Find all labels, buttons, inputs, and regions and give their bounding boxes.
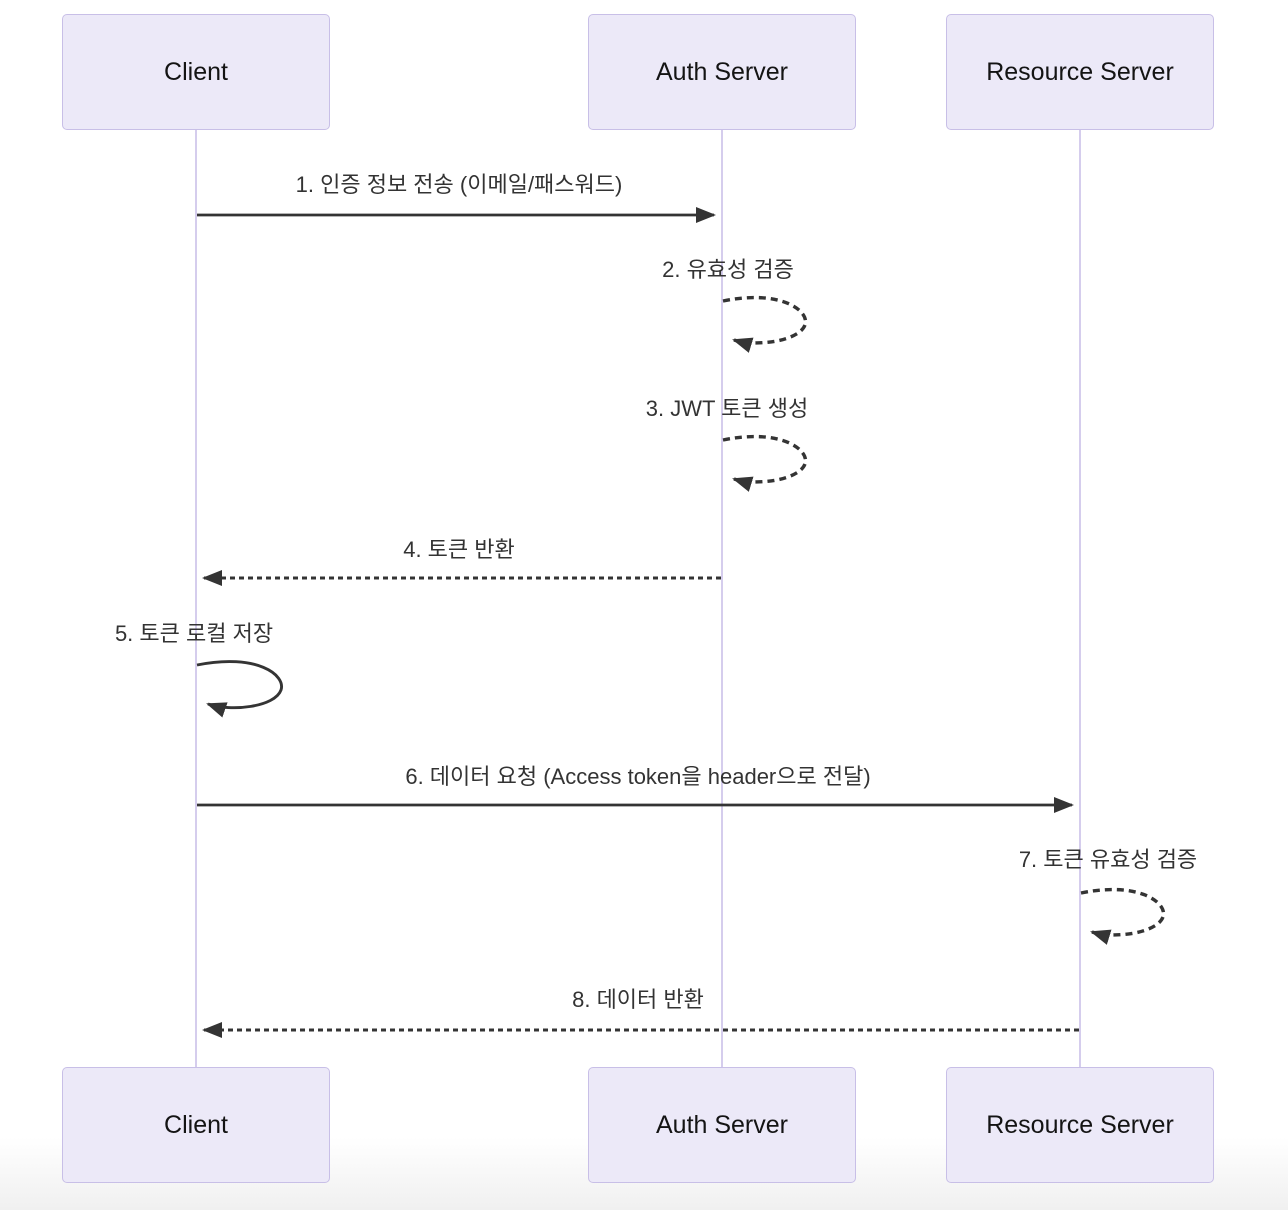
- actor-top-auth-server: Auth Server: [588, 14, 856, 130]
- actor-bottom-resource-server: Resource Server: [946, 1067, 1214, 1183]
- message-6-label: 6. 데이터 요청 (Access token을 header으로 전달): [405, 764, 871, 789]
- message-2-self-loop: [722, 295, 808, 353]
- lifeline-resource-server: [1079, 130, 1081, 1068]
- actor-label: Resource Server: [986, 1110, 1174, 1139]
- lifeline-client: [195, 130, 197, 1068]
- actor-top-client: Client: [62, 14, 330, 130]
- message-4-label: 4. 토큰 반환: [403, 537, 515, 562]
- actor-label: Resource Server: [986, 57, 1174, 86]
- actor-label: Client: [164, 57, 228, 86]
- actor-label: Auth Server: [655, 1110, 788, 1139]
- lifeline-auth-server: [721, 130, 723, 1068]
- message-1-label: 1. 인증 정보 전송 (이메일/패스워드): [295, 172, 623, 197]
- message-3-label: 3. JWT 토큰 생성: [645, 396, 809, 421]
- message-3-self-loop: [722, 434, 808, 492]
- message-5-label: 5. 토큰 로컬 저장: [114, 621, 274, 646]
- actor-bottom-auth-server: Auth Server: [588, 1067, 856, 1183]
- message-7-self-loop: [1080, 887, 1166, 945]
- actor-label: Auth Server: [655, 57, 788, 86]
- message-5-self-loop: [196, 660, 283, 718]
- actor-label: Client: [164, 1110, 228, 1139]
- message-7-label: 7. 토큰 유효성 검증: [1018, 847, 1198, 872]
- message-2-label: 2. 유효성 검증: [662, 257, 794, 282]
- actor-bottom-client: Client: [62, 1067, 330, 1183]
- message-8-label: 8. 데이터 반환: [572, 987, 704, 1012]
- actor-top-resource-server: Resource Server: [946, 14, 1214, 130]
